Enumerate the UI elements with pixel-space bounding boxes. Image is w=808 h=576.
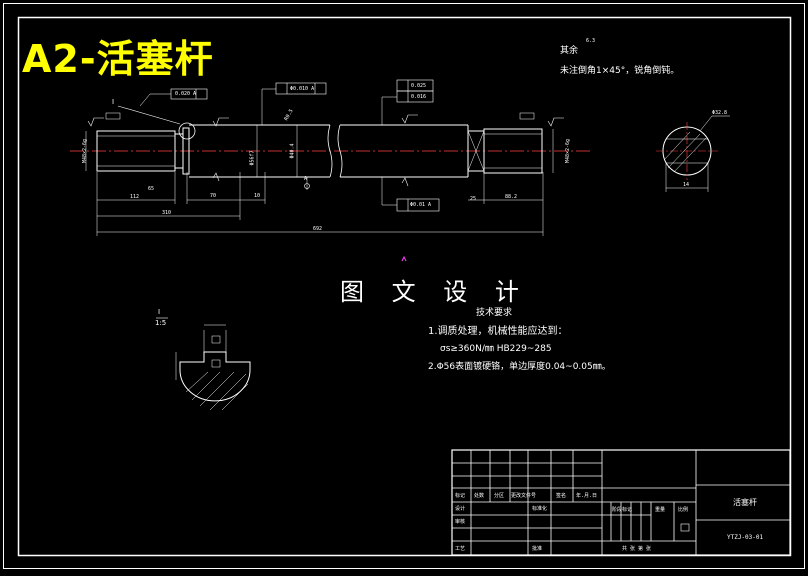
tb-row-label-1: 处数 xyxy=(474,493,485,499)
dim-left-thread: M48×2-6g xyxy=(82,138,89,164)
dim-total-length: 692 xyxy=(313,226,323,232)
dim-10: 10 xyxy=(254,193,261,199)
callout-I: I xyxy=(112,98,115,106)
main-view xyxy=(70,79,590,236)
tb-sheet-info: 共 张 第 张 xyxy=(622,546,652,552)
detail-label-scale: 1:5 xyxy=(155,319,167,327)
tb-part-name: 活塞杆 xyxy=(733,498,757,507)
dim-right-thread: M48×2-6g xyxy=(565,138,572,164)
section-dia: Φ32.8 xyxy=(712,110,728,116)
dim-70: 70 xyxy=(210,193,217,199)
tech-line2: σs≥360N/㎜ HB229~285 xyxy=(440,344,552,354)
dim-neck-dia: Φ40.4 xyxy=(289,143,296,159)
roughness-value: 6.3 xyxy=(586,38,596,44)
tb-review: 审核 xyxy=(455,519,466,525)
tech-heading: 技术要求 xyxy=(476,308,513,318)
tb-stage: 阶段标记 xyxy=(612,507,633,513)
gdt-box2: Φ0.010 A xyxy=(290,86,315,92)
tb-drawing-no: YTZJ-03-01 xyxy=(727,534,764,541)
title-block-lines xyxy=(451,449,791,556)
outer-border xyxy=(3,3,805,569)
datum-label: A xyxy=(304,176,308,182)
tb-process: 工艺 xyxy=(455,546,466,552)
dim-25: 25 xyxy=(470,196,477,202)
tb-standard: 标准化 xyxy=(532,506,548,512)
gdt-box3b: 0.016 xyxy=(411,94,427,100)
dim-rod-dia: Φ56f7 xyxy=(249,150,256,166)
tb-row-label-0: 标记 xyxy=(455,493,466,499)
tb-design: 设计 xyxy=(455,506,466,512)
marker-icon xyxy=(401,255,407,262)
detail-label-name: I xyxy=(158,308,161,316)
tb-row-label-5: 年.月.日 xyxy=(576,493,598,499)
section-width: 14 xyxy=(683,182,690,188)
tb-scale: 比例 xyxy=(678,507,689,513)
tb-approve: 批准 xyxy=(532,546,543,552)
dim-left-length: 310 xyxy=(162,210,172,216)
drawing-title: A2-活塞杆 xyxy=(22,37,214,81)
tb-weight: 重量 xyxy=(655,507,666,513)
dim-thread-length: 112 xyxy=(130,194,140,200)
gdt-box4: Φ0.01 A xyxy=(410,202,432,208)
tb-row-label-2: 分区 xyxy=(494,493,505,499)
dim-groove: 65 xyxy=(148,186,155,192)
roughness-prefix: 其余 xyxy=(560,46,579,56)
tb-row-label-3: 更改文件号 xyxy=(511,493,537,499)
gdt-box1: 0.020 A xyxy=(175,91,197,97)
tb-row-label-4: 签名 xyxy=(556,493,567,499)
detail-view xyxy=(156,317,251,411)
gdt-box3a: 0.025 xyxy=(411,83,427,89)
inner-border xyxy=(17,16,792,557)
watermark: 图 文 设 计 xyxy=(340,278,529,306)
chamfer-note: 未注倒角1×45°，锐角倒钝。 xyxy=(560,66,680,76)
section-view xyxy=(656,115,730,192)
dim-right-length: 88.2 xyxy=(505,194,518,200)
tech-line1: 1.调质处理，机械性能应达到： xyxy=(428,326,568,337)
tech-line3: 2.Φ56表面镀硬铬，单边厚度0.04~0.05㎜。 xyxy=(428,362,611,372)
